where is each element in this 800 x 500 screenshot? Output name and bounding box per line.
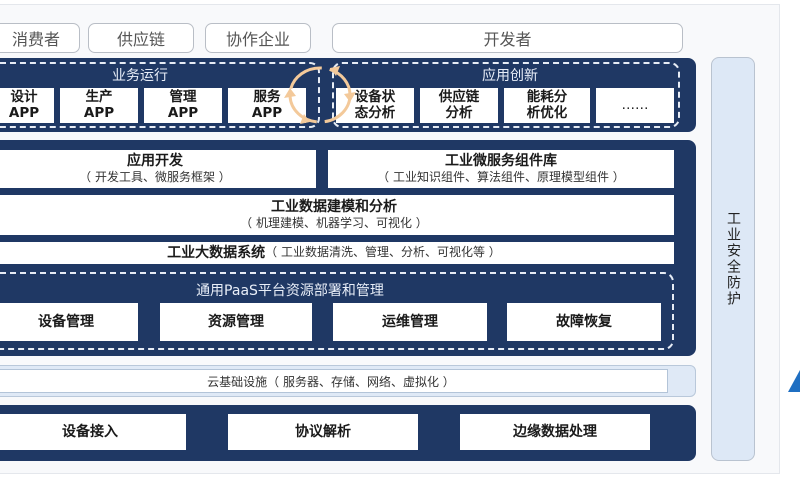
app-more: …… <box>596 88 674 123</box>
app-innovation-group <box>332 62 680 128</box>
app-energy-optimization: 能耗分析优化 <box>504 88 590 123</box>
user-developer-label: 开发者 <box>483 30 532 49</box>
paas-device-mgmt: 设备管理 <box>0 303 138 341</box>
app-label: 管理 <box>169 88 197 105</box>
edge-data-processing: 边缘数据处理 <box>460 414 650 450</box>
app-label: 分析 <box>445 104 473 121</box>
edge-item-label: 边缘数据处理 <box>513 423 597 440</box>
paas-resource-mgmt: 资源管理 <box>160 303 312 341</box>
user-partner-label: 协作企业 <box>225 30 290 49</box>
bigdata-title: 工业大数据系统 <box>167 244 266 261</box>
bigdata-box: 工业大数据系统（ 工业数据清洗、管理、分析、可视化等 ） <box>0 242 674 264</box>
user-consumer: 消费者 <box>0 23 80 53</box>
app-dev-title: 应用开发 <box>127 153 183 170</box>
paas-item-label: 运维管理 <box>382 313 438 330</box>
bigdata-sub: （ 工业数据清洗、管理、分析、可视化等 ） <box>265 245 501 260</box>
microservice-title: 工业微服务组件库 <box>445 153 557 170</box>
app-label: APP <box>8 104 40 121</box>
edge-protocol-parsing: 协议解析 <box>228 414 418 450</box>
paas-item-label: 设备管理 <box>38 313 94 330</box>
user-consumer-label: 消费者 <box>11 30 60 49</box>
business-operation-group <box>0 62 320 128</box>
app-label: 服务 <box>253 88 281 105</box>
modeling-sub: （ 机理建模、机器学习、可视化 ） <box>240 216 428 231</box>
edge-item-label: 设备接入 <box>62 423 118 440</box>
user-partner: 协作企业 <box>205 23 311 53</box>
modeling-box: 工业数据建模和分析（ 机理建模、机器学习、可视化 ） <box>0 195 674 235</box>
paas-item-label: 资源管理 <box>208 313 264 330</box>
app-label: 析优化 <box>526 104 568 121</box>
app-label: APP <box>251 104 283 121</box>
modeling-title: 工业数据建模和分析 <box>271 199 397 216</box>
app-label: APP <box>83 104 115 121</box>
paas-item-label: 故障恢复 <box>556 313 612 330</box>
paas-group <box>0 272 674 350</box>
app-label: 能耗分 <box>526 88 568 105</box>
microservice-box: 工业微服务组件库（ 工业知识组件、算法组件、原理模型组件 ） <box>328 150 674 188</box>
cloud-infra-label: 云基础设施（ 服务器、存储、网络、虚拟化 ） <box>207 374 455 389</box>
app-dev-box: 应用开发（ 开发工具、微服务框架 ） <box>0 150 316 188</box>
security-label: 工业安全防护 <box>725 211 741 307</box>
microservice-sub: （ 工业知识组件、算法组件、原理模型组件 ） <box>377 170 625 185</box>
user-developer: 开发者 <box>332 23 683 53</box>
paas-title: 通用PaaS平台资源部署和管理 <box>196 283 384 299</box>
user-supply-chain-label: 供应链 <box>116 30 165 49</box>
business-operation-title: 业务运行 <box>112 68 168 84</box>
app-label: 设计 <box>10 88 38 105</box>
app-label: 生产 <box>85 88 113 105</box>
paas-fault-recovery: 故障恢复 <box>507 303 661 341</box>
user-supply-chain: 供应链 <box>88 23 194 53</box>
edge-device-access: 设备接入 <box>0 414 186 450</box>
app-innovation-title: 应用创新 <box>482 68 538 84</box>
paas-ops-mgmt: 运维管理 <box>333 303 487 341</box>
security-column: 工业安全防护 <box>711 57 755 461</box>
cycle-arrows-icon <box>284 66 356 124</box>
cloud-infra-box: 云基础设施（ 服务器、存储、网络、虚拟化 ） <box>0 369 668 393</box>
app-label: 供应链 <box>438 88 480 105</box>
app-supply-chain-analysis: 供应链分析 <box>420 88 498 123</box>
app-label: APP <box>167 104 199 121</box>
triangle-shape-icon <box>788 370 800 392</box>
app-label: 设备状 <box>354 88 396 105</box>
ellipsis-label: …… <box>621 96 649 113</box>
edge-item-label: 协议解析 <box>295 423 351 440</box>
app-label: 态分析 <box>354 104 396 121</box>
app-dev-sub: （ 开发工具、微服务框架 ） <box>79 170 231 185</box>
